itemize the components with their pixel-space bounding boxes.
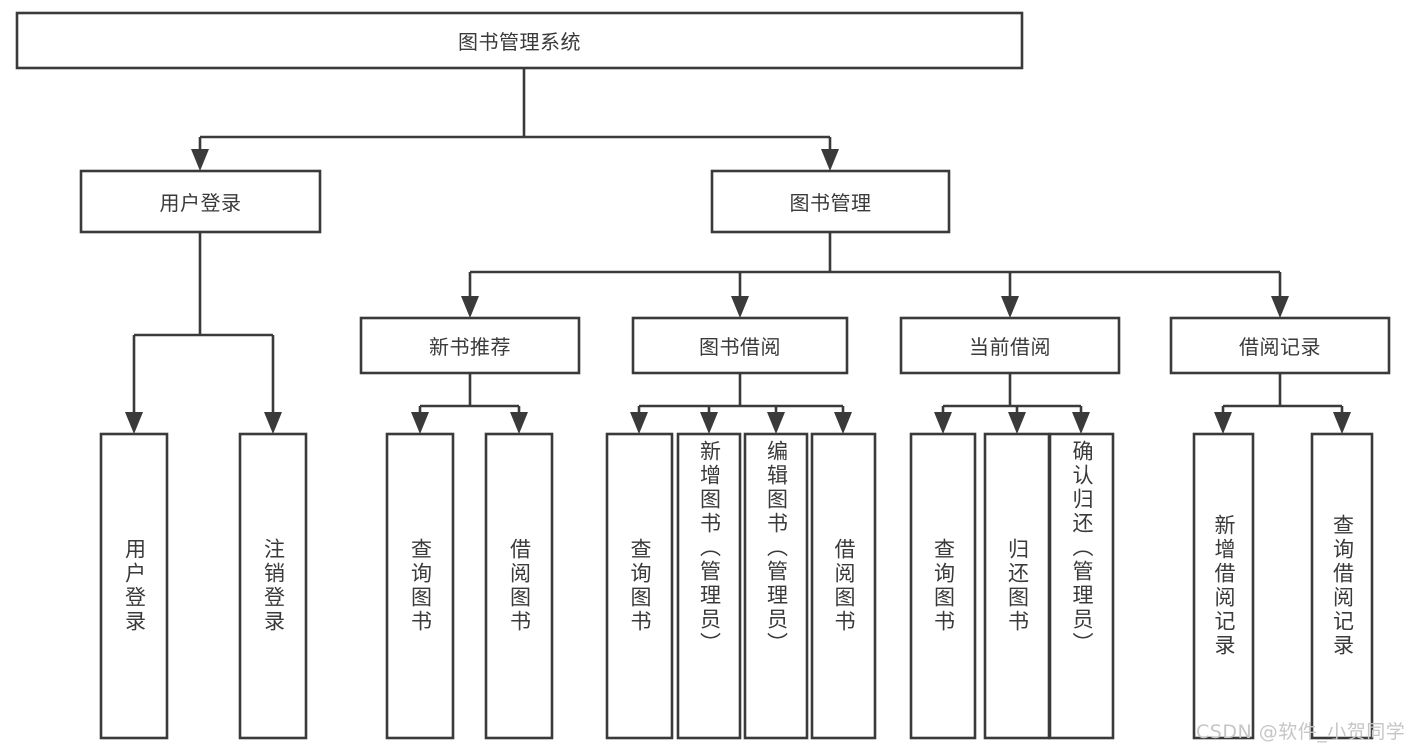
node-box-leaf-add-borrow-record [1192, 432, 1255, 740]
arrow-head-book-borrow-to-leaves-1 [700, 412, 718, 434]
arrow-head-user-login-to-leaves-0 [125, 412, 143, 434]
node-box-leaf-user-login [99, 432, 169, 740]
node-box-leaf-query-book-current [909, 432, 977, 740]
arrow-head-book-borrow-to-leaves-2 [767, 412, 785, 434]
arrow-head-book-borrow-to-leaves-3 [834, 412, 852, 434]
arrow-head-current-borrow-to-leaves-2 [1072, 412, 1090, 434]
node-box-leaf-query-book-borrow [605, 432, 674, 740]
node-box-leaf-add-book [676, 432, 742, 740]
node-box-leaf-confirm-return [1048, 432, 1115, 740]
node-box-new-book-recommend [359, 316, 581, 375]
arrow-head-borrow-record-to-leaves-1 [1333, 412, 1351, 434]
arrow-head-book-manage-to-level3-3 [1271, 296, 1289, 318]
arrow-head-book-manage-to-level3-1 [731, 296, 749, 318]
arrow-head-current-borrow-to-leaves-0 [934, 412, 952, 434]
node-box-leaf-borrow-book [810, 432, 877, 740]
arrow-head-book-manage-to-level3-2 [1001, 296, 1019, 318]
arrow-head-root-to-level2-0 [191, 149, 209, 171]
arrow-head-book-borrow-to-leaves-0 [630, 412, 648, 434]
node-box-leaf-edit-book [743, 432, 809, 740]
connector-layer [125, 68, 1351, 434]
arrow-head-current-borrow-to-leaves-1 [1008, 412, 1026, 434]
node-box-layer [15, 11, 1391, 740]
node-box-book-borrow [631, 316, 849, 375]
node-box-user-login [79, 169, 322, 234]
arrow-head-new-book-recommend-to-leaves-0 [411, 412, 429, 434]
node-box-root [15, 11, 1024, 70]
arrow-head-book-manage-to-level3-0 [461, 296, 479, 318]
arrow-head-new-book-recommend-to-leaves-1 [510, 412, 528, 434]
node-box-borrow-record [1169, 316, 1391, 375]
node-box-leaf-query-book-rec [385, 432, 455, 740]
node-box-current-borrow [899, 316, 1121, 375]
node-box-leaf-return-book [983, 432, 1051, 740]
arrow-head-borrow-record-to-leaves-0 [1214, 412, 1232, 434]
node-box-leaf-borrow-book-rec [484, 432, 554, 740]
arrow-head-root-to-level2-1 [821, 149, 839, 171]
arrow-head-user-login-to-leaves-1 [264, 412, 282, 434]
node-box-leaf-query-borrow-record [1310, 432, 1374, 740]
node-box-book-manage [710, 169, 951, 234]
node-box-leaf-logout [238, 432, 308, 740]
